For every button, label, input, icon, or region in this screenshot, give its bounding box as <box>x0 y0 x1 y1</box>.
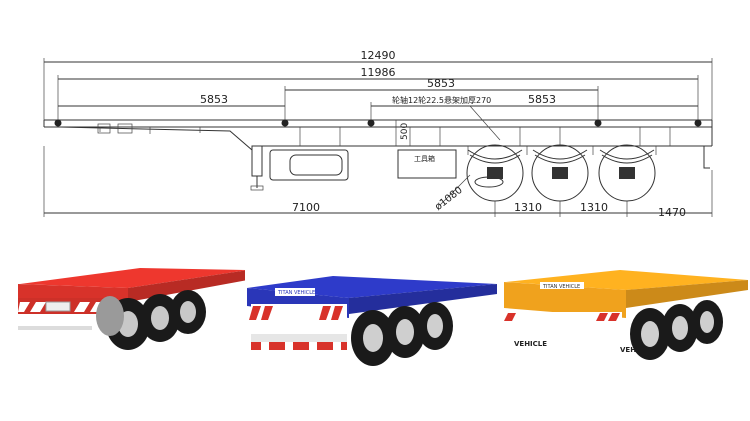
photo-yellow-trailer: TITAN VEHICLE VEHICLE VEHICLE <box>504 270 748 360</box>
axle-group: ø1080 <box>433 144 657 213</box>
dimension-label-rear-overhang: 1470 <box>658 206 686 219</box>
dimension-label-axle-spacing-1: 1310 <box>514 201 542 214</box>
wheel-diameter-label: ø1080 <box>433 185 465 213</box>
dimension-label-overall-length: 12490 <box>361 49 396 62</box>
blue-trailer-body: TITAN VEHICLE <box>247 276 497 350</box>
dimension-label-deck-length: 11986 <box>361 66 396 79</box>
dimension-label-twistlock-rear: 5853 <box>528 93 556 106</box>
dimension-twistlock-center: 5853 <box>284 77 599 120</box>
red-trailer-wheels <box>96 290 206 350</box>
blue-trailer-brand: TITAN VEHICLE <box>277 290 315 296</box>
dimension-label-twistlock-front: 5853 <box>200 93 228 106</box>
yellow-trailer-wheels <box>630 300 723 360</box>
axle-note: 轮轴12轮22.5悬架加厚270 <box>392 95 491 105</box>
toolbox-label: 工具箱 <box>414 154 435 163</box>
dimension-twistlock-front: 5853 <box>58 93 285 107</box>
yellow-trailer-body: TITAN VEHICLE VEHICLE VEHICLE <box>504 270 748 354</box>
photo-red-trailer <box>18 268 245 350</box>
dimension-twistlock-rear: 5853 <box>370 93 698 120</box>
yellow-trailer-brand: TITAN VEHICLE <box>542 284 580 290</box>
dimension-label-kingpin-axle: 7100 <box>292 201 320 214</box>
dimension-bottom-chain: 7100 1310 1310 1470 <box>43 146 713 219</box>
dimension-overall-length: 12490 <box>43 49 713 120</box>
dimension-label-twistlock-center: 5853 <box>427 77 455 90</box>
yellow-trailer-bumper-text: VEHICLE <box>514 340 547 348</box>
technical-drawing: 12490 11986 5853 5853 5853 轮轴12轮22.5悬架加厚… <box>43 49 713 219</box>
dimension-deck-length: 11986 <box>57 66 699 120</box>
red-trailer-body <box>18 268 245 330</box>
beam-height-label: 500 <box>400 123 410 140</box>
trailer-side-profile: 工具箱 500 <box>43 119 713 191</box>
blue-trailer-wheels <box>351 302 453 366</box>
photo-blue-trailer: TITAN VEHICLE <box>247 276 497 366</box>
dimension-label-axle-spacing-2: 1310 <box>580 201 608 214</box>
